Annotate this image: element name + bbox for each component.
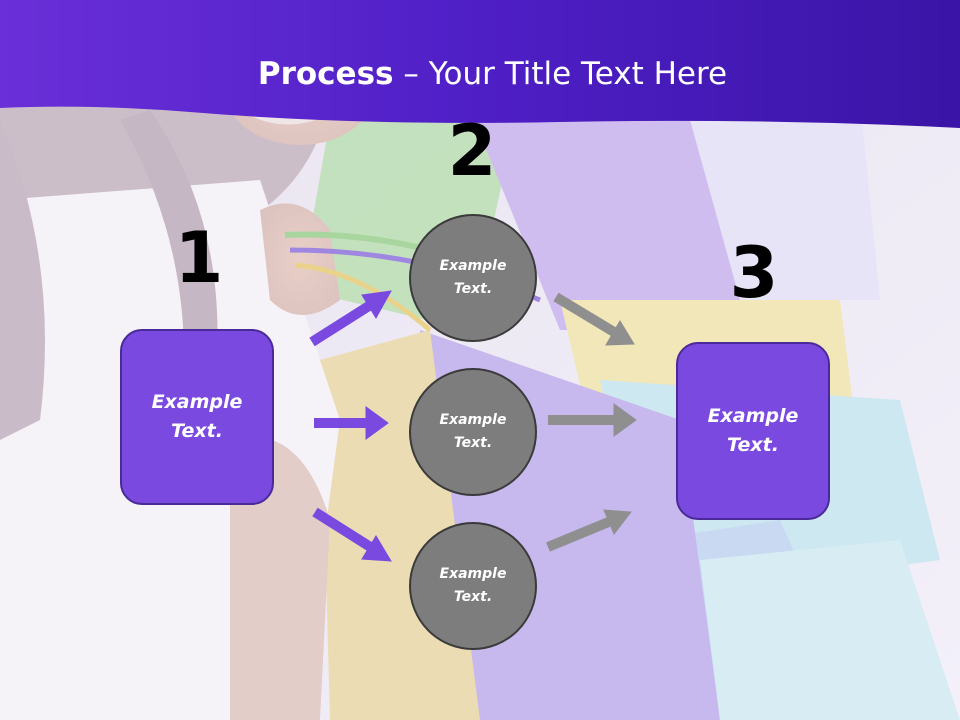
arrow-to-bottom — [312, 507, 392, 562]
step-1-box: Example Text. — [120, 329, 274, 505]
step-2-text-middle: Example Text. — [439, 412, 507, 451]
page-title: Process – Your Title Text Here — [0, 53, 960, 95]
arrow-to-top — [309, 290, 392, 347]
step-2-text-top: Example Text. — [439, 258, 507, 297]
step-2-circle-top: Example Text. — [409, 214, 537, 342]
title-bold: Process — [257, 56, 394, 92]
arrow-from-middle — [548, 403, 637, 437]
step-2-circle-bottom: Example Text. — [409, 522, 537, 650]
step-2-number: 2 — [447, 110, 497, 192]
step-3-text: Example Text. — [707, 405, 799, 456]
step-2-circle-middle: Example Text. — [409, 368, 537, 496]
step-1-number: 1 — [174, 217, 224, 299]
header-band — [0, 0, 960, 128]
arrow-from-top — [553, 292, 635, 346]
arrow-from-bottom — [546, 509, 632, 552]
step-1-text: Example Text. — [151, 391, 243, 442]
step-3-box: Example Text. — [676, 342, 830, 520]
step-3-number: 3 — [729, 232, 779, 314]
arrow-to-middle — [314, 406, 389, 440]
title-rest: – Your Title Text Here — [393, 56, 728, 92]
step-2-text-bottom: Example Text. — [439, 566, 507, 605]
